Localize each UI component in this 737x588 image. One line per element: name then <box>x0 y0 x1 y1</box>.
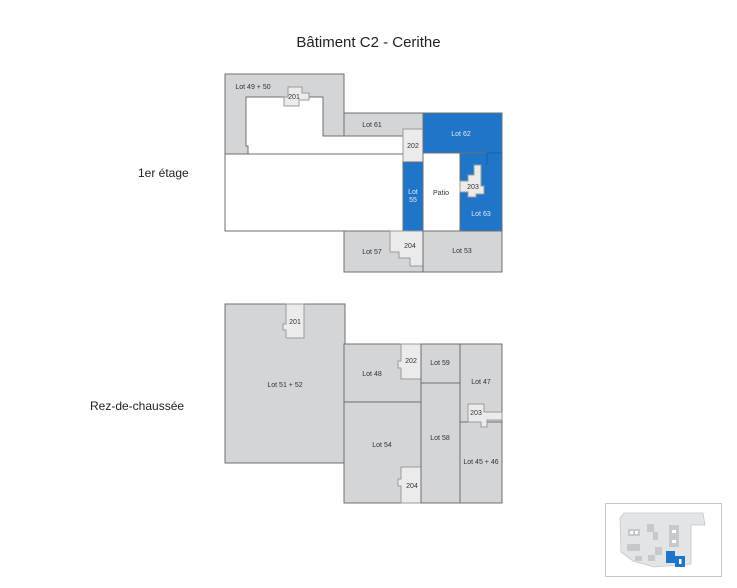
lot-58[interactable] <box>420 382 461 504</box>
label-lot-58: Lot 58 <box>430 435 450 442</box>
label-lot-48: Lot 48 <box>362 371 382 378</box>
label-lot-51-52: Lot 51 + 52 <box>267 382 302 389</box>
stair-201-ground[interactable] <box>282 303 305 339</box>
label-lot-49-50: Lot 49 + 50 <box>235 84 270 91</box>
lot-45-46[interactable] <box>459 421 503 504</box>
label-stair-201: 201 <box>288 94 300 101</box>
label-stair-201-ground: 201 <box>289 319 301 326</box>
lot-53[interactable] <box>422 230 503 273</box>
label-patio: Patio <box>433 190 449 197</box>
stair-203-ground[interactable] <box>467 403 503 428</box>
floor-label-rez-de-chaussee: Rez-de-chaussée <box>90 399 185 413</box>
label-lot-55-line2: 55 <box>409 197 417 204</box>
label-lot-45-46: Lot 45 + 46 <box>463 459 498 466</box>
label-lot-47: Lot 47 <box>471 379 491 386</box>
stair-201-floor1[interactable] <box>283 86 310 107</box>
page-title: Bâtiment C2 - Cerithe <box>296 34 441 51</box>
label-stair-204-ground: 204 <box>406 483 418 490</box>
label-lot-57: Lot 57 <box>362 249 382 256</box>
floor1-void-area <box>224 153 404 232</box>
label-stair-202: 202 <box>407 143 419 150</box>
floor-label-1er-etage: 1er étage <box>138 166 189 180</box>
site-map-icon <box>619 512 706 568</box>
label-stair-202-ground: 202 <box>405 358 417 365</box>
label-lot-55-line1: Lot <box>408 189 418 196</box>
stair-203-floor1[interactable] <box>459 164 485 198</box>
label-lot-61: Lot 61 <box>362 122 382 129</box>
label-stair-203: 203 <box>467 184 479 191</box>
label-lot-63: Lot 63 <box>471 211 491 218</box>
label-lot-54: Lot 54 <box>372 442 392 449</box>
label-lot-53: Lot 53 <box>452 248 472 255</box>
label-lot-59: Lot 59 <box>430 360 450 367</box>
label-stair-203-ground: 203 <box>470 410 482 417</box>
label-stair-204: 204 <box>404 243 416 250</box>
label-lot-62: Lot 62 <box>451 131 471 138</box>
site-minimap[interactable] <box>605 503 722 577</box>
